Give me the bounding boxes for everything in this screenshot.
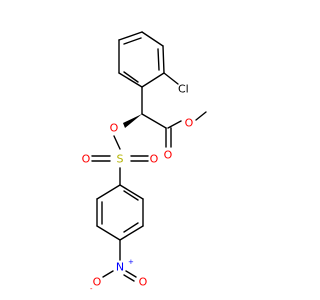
bond [119, 225, 144, 241]
bond [162, 45, 165, 74]
bond [141, 31, 164, 47]
atom-cl: Cl [178, 83, 189, 96]
bond [118, 72, 143, 88]
atom-o-methoxy: O [185, 117, 194, 130]
stereo-wedge-bond [123, 114, 142, 128]
nitrophenyl-ring [96, 184, 144, 241]
bond [118, 31, 143, 41]
molecule-diagram: Cl O O O S O O N + O - O [82, 31, 207, 293]
bond [123, 71, 139, 83]
bond [157, 48, 160, 71]
atom-s: S [117, 153, 124, 166]
atom-o-sulfonyl-left: O [82, 153, 91, 166]
atom-o-carbonyl: O [164, 149, 173, 162]
bond [141, 72, 165, 88]
bond [125, 270, 137, 278]
bond [163, 72, 179, 85]
bond [96, 225, 121, 241]
bond [113, 135, 121, 150]
bond [123, 37, 142, 45]
bond [119, 184, 144, 200]
atom-o-ester-link: O [110, 122, 119, 135]
bond [123, 274, 135, 282]
bond [102, 270, 114, 278]
bond [141, 113, 167, 129]
structure-svg: Cl O O O S O O N + O - O [82, 31, 207, 293]
bond [195, 111, 207, 121]
chlorophenyl-ring [118, 31, 165, 88]
bond [167, 120, 182, 129]
atom-n: N [116, 261, 124, 274]
bond [123, 190, 139, 201]
bond [96, 184, 121, 200]
n-positive-charge: + [128, 258, 134, 266]
atom-o-nitro-right: O [139, 276, 148, 289]
o-negative-charge: - [90, 285, 93, 293]
atom-o-nitro-left: O [93, 276, 102, 289]
bond [123, 222, 139, 233]
atom-o-sulfonyl-right: O [150, 153, 159, 166]
